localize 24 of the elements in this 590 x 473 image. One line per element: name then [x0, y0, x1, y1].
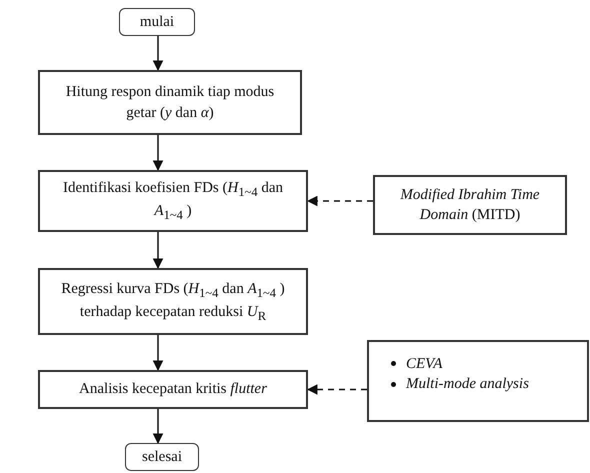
node-text: mulai — [140, 12, 174, 32]
node-text: Modified Ibrahim Time Domain (MITD) — [399, 186, 541, 225]
list-item: Multi-mode analysis — [406, 375, 529, 394]
process-box — [38, 268, 308, 335]
process-box — [373, 175, 567, 235]
arrow — [152, 135, 164, 172]
process-box — [38, 70, 302, 135]
terminal-box — [125, 443, 199, 471]
node-text: Regressi kurva FDs (H$_{1~4}$ dan A$_{1~4}$ ) terhadap kecepatan reduksi U$_{R}$ — [60, 280, 286, 324]
arrow — [152, 36, 164, 72]
terminal-box — [119, 8, 195, 36]
node-text: Hitung respon dinamik tiap modus getar (y dan α) — [64, 83, 276, 122]
arrow — [152, 409, 164, 444]
arrow — [152, 335, 164, 372]
list-item: CEVA — [406, 354, 442, 374]
process-box — [38, 170, 308, 232]
method-box — [367, 340, 589, 422]
process-box — [38, 370, 308, 409]
arrow — [152, 232, 164, 270]
arrow — [306, 384, 367, 395]
arrow — [306, 196, 373, 206]
node-text: Identifikasi koefisien FDs (H$_{1~4}$ dan A$_{1~4}$ ) — [62, 179, 284, 224]
node-text: selesai — [142, 448, 182, 467]
node-text: Analisis kecepatan kritis flutter — [79, 380, 267, 400]
